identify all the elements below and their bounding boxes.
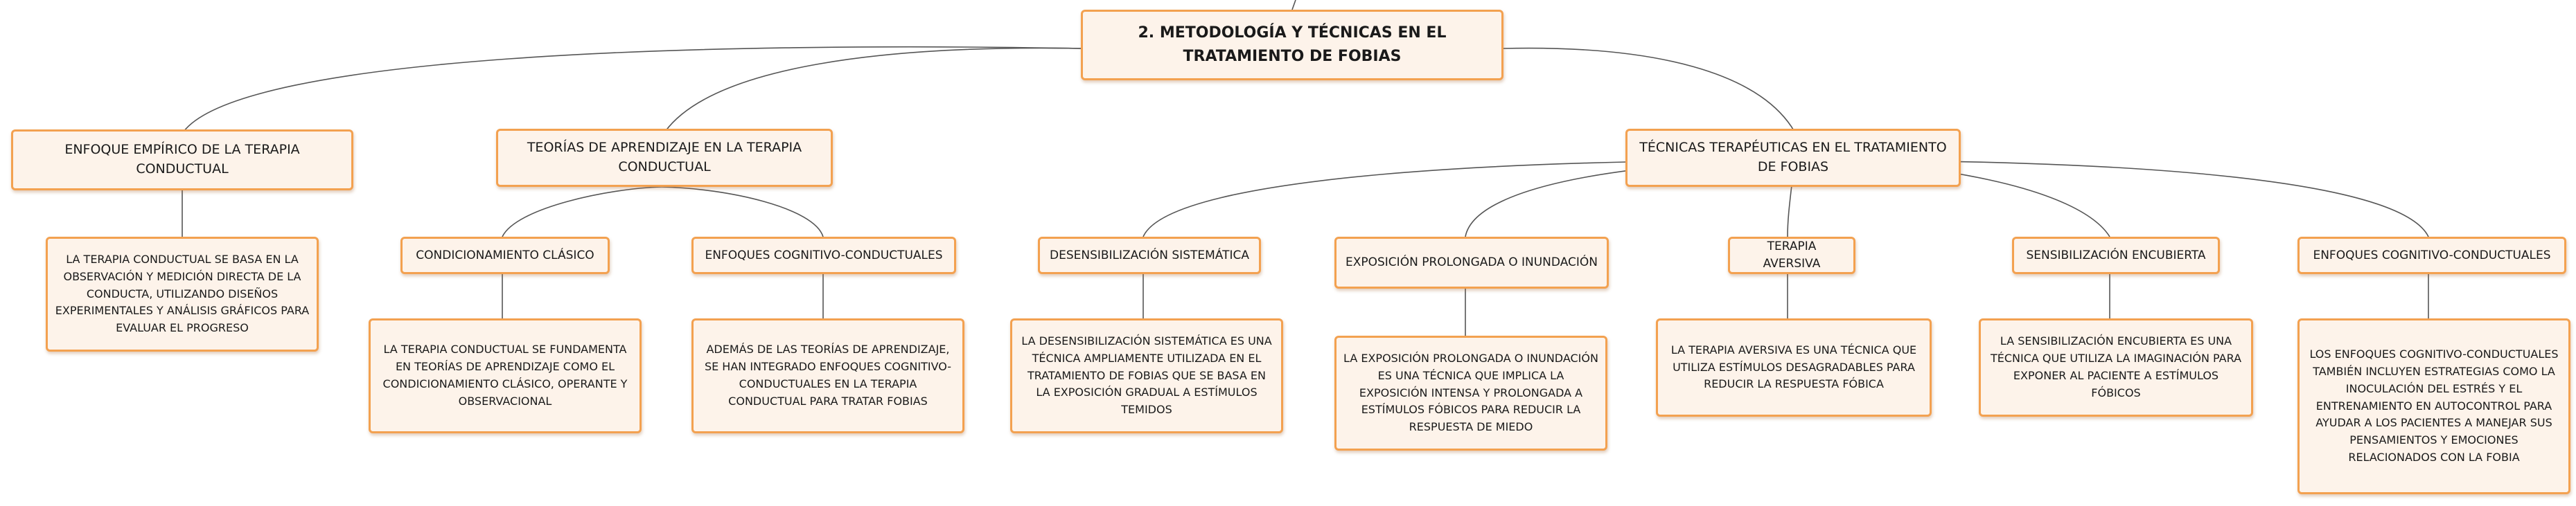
desc-sensibilizacion-encubierta[interactable]: LA SENSIBILIZACIÓN ENCUBIERTA ES UNA TÉC…	[1979, 318, 2253, 417]
desc-terapia-aversiva[interactable]: LA TERAPIA AVERSIVA ES UNA TÉCNICA QUE U…	[1656, 318, 1932, 417]
desc-desensibilizacion-sistematica[interactable]: LA DESENSIBILIZACIÓN SISTEMÁTICA ES UNA …	[1010, 318, 1283, 433]
topic-condicionamiento-clasico[interactable]: CONDICIONAMIENTO CLÁSICO	[400, 237, 610, 274]
connector-root-teorias	[664, 47, 1082, 132]
topic-enfoques-cognitivo-conductuales-teorias-text: ENFOQUES COGNITIVO-CONDUCTUALES	[705, 248, 943, 262]
topic-desensibilizacion-sistematica[interactable]: DESENSIBILIZACIÓN SISTEMÁTICA	[1038, 237, 1261, 274]
topic-enfoques-cognitivo-conductuales-tecnicas-text: ENFOQUES COGNITIVO-CONDUCTUALES	[2313, 248, 2551, 262]
root-topic-text: 2. METODOLOGÍA Y TÉCNICAS EN EL TRATAMIE…	[1138, 24, 1447, 65]
topic-teorias-aprendizaje-text: TEORÍAS DE APRENDIZAJE EN LA TERAPIA CON…	[527, 140, 802, 174]
topic-terapia-aversiva[interactable]: TERAPIA AVERSIVA	[1728, 237, 1855, 274]
topic-condicionamiento-clasico-text: CONDICIONAMIENTO CLÁSICO	[416, 248, 594, 262]
desc-enfoques-cognitivo-conductuales-tecnicas-text: LOS ENFOQUES COGNITIVO-CONDUCTUALES TAMB…	[2309, 347, 2559, 464]
topic-desensibilizacion-sistematica-text: DESENSIBILIZACIÓN SISTEMÁTICA	[1049, 248, 1249, 262]
connector-root-tecnicas	[1503, 47, 1795, 132]
connector-root-top	[1291, 0, 1296, 10]
desc-enfoques-cognitivo-conductuales-tecnicas[interactable]: LOS ENFOQUES COGNITIVO-CONDUCTUALES TAMB…	[2297, 318, 2570, 494]
topic-enfoques-cognitivo-conductuales-tecnicas[interactable]: ENFOQUES COGNITIVO-CONDUCTUALES	[2297, 237, 2566, 274]
topic-teorias-aprendizaje[interactable]: TEORÍAS DE APRENDIZAJE EN LA TERAPIA CON…	[496, 129, 833, 187]
topic-exposicion-prolongada-text: EXPOSICIÓN PROLONGADA O INUNDACIÓN	[1345, 255, 1598, 270]
topic-terapia-aversiva-text: TERAPIA AVERSIVA	[1763, 240, 1821, 271]
desc-exposicion-prolongada[interactable]: LA EXPOSICIÓN PROLONGADA O INUNDACIÓN ES…	[1334, 336, 1607, 451]
desc-condicionamiento-clasico[interactable]: LA TERAPIA CONDUCTUAL SE FUNDAMENTA EN T…	[369, 318, 642, 433]
desc-desensibilizacion-sistematica-text: LA DESENSIBILIZACIÓN SISTEMÁTICA ES UNA …	[1021, 334, 1272, 417]
topic-tecnicas-terapeuticas[interactable]: TÉCNICAS TERAPÉUTICAS EN EL TRATAMIENTO …	[1625, 129, 1961, 187]
connector-teorias-condicionamiento	[502, 186, 662, 237]
desc-enfoques-cognitivo-conductuales-teorias[interactable]: ADEMÁS DE LAS TEORÍAS DE APRENDIZAJE, SE…	[691, 318, 964, 433]
desc-sensibilizacion-encubierta-text: LA SENSIBILIZACIÓN ENCUBIERTA ES UNA TÉC…	[1990, 334, 2242, 399]
desc-enfoques-cognitivo-conductuales-teorias-text: ADEMÁS DE LAS TEORÍAS DE APRENDIZAJE, SE…	[704, 343, 952, 408]
desc-enfoque-empirico-text: LA TERAPIA CONDUCTUAL SE BASA EN LA OBSE…	[55, 253, 310, 335]
topic-sensibilizacion-encubierta[interactable]: SENSIBILIZACIÓN ENCUBIERTA	[2012, 237, 2220, 274]
root-topic[interactable]: 2. METODOLOGÍA Y TÉCNICAS EN EL TRATAMIE…	[1081, 10, 1503, 80]
topic-enfoques-cognitivo-conductuales-teorias[interactable]: ENFOQUES COGNITIVO-CONDUCTUALES	[691, 237, 956, 274]
desc-enfoque-empirico[interactable]: LA TERAPIA CONDUCTUAL SE BASA EN LA OBSE…	[46, 237, 319, 352]
connector-root-enfoque	[183, 46, 1082, 132]
topic-exposicion-prolongada[interactable]: EXPOSICIÓN PROLONGADA O INUNDACIÓN	[1334, 237, 1609, 289]
desc-exposicion-prolongada-text: LA EXPOSICIÓN PROLONGADA O INUNDACIÓN ES…	[1343, 352, 1598, 434]
topic-enfoque-empirico-text: ENFOQUE EMPÍRICO DE LA TERAPIA CONDUCTUA…	[64, 142, 300, 177]
desc-condicionamiento-clasico-text: LA TERAPIA CONDUCTUAL SE FUNDAMENTA EN T…	[382, 343, 628, 408]
topic-tecnicas-terapeuticas-text: TÉCNICAS TERAPÉUTICAS EN EL TRATAMIENTO …	[1639, 140, 1947, 174]
desc-terapia-aversiva-text: LA TERAPIA AVERSIVA ES UNA TÉCNICA QUE U…	[1670, 343, 1917, 391]
topic-sensibilizacion-encubierta-text: SENSIBILIZACIÓN ENCUBIERTA	[2026, 248, 2206, 262]
connector-teorias-enfoques	[661, 186, 824, 237]
topic-enfoque-empirico[interactable]: ENFOQUE EMPÍRICO DE LA TERAPIA CONDUCTUA…	[11, 129, 353, 190]
